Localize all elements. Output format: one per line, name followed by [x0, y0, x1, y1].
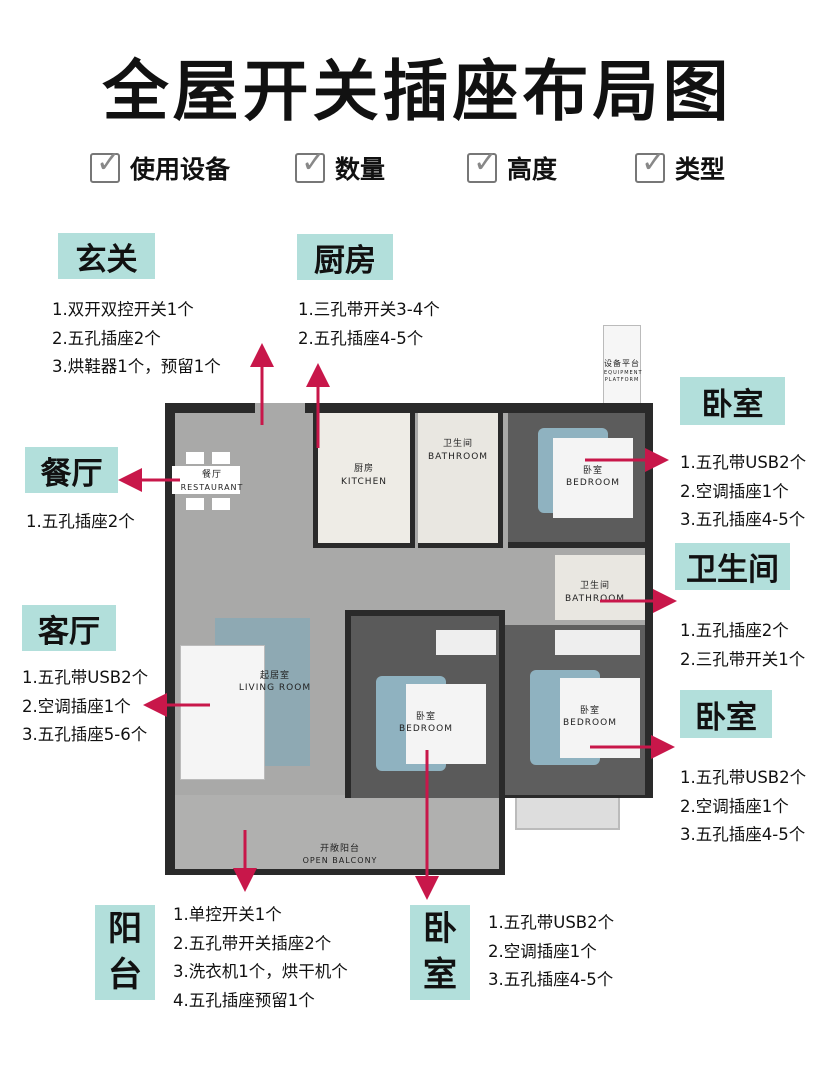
checkbox-checked-icon: ✓ — [467, 145, 498, 183]
checkbox-checked-icon: ✓ — [295, 145, 326, 183]
label-kitchen: 厨房 — [297, 234, 393, 280]
checklist-item: ✓使用设备 — [90, 145, 230, 186]
bedroom-3: 卧室 BEDROOM — [505, 625, 645, 795]
bedroom-2: 卧室 BEDROOM — [345, 610, 505, 798]
checklist-item: ✓数量 — [295, 145, 385, 186]
label-bathroom: 卫生间 — [675, 543, 790, 590]
label-living: 客厅 — [22, 605, 116, 651]
dining-table — [172, 452, 240, 510]
page-title: 全屋开关插座布局图 — [102, 53, 733, 130]
label-bedroom-bottom: 卧室 — [410, 905, 470, 1000]
checkbox-checked-icon: ✓ — [90, 145, 121, 183]
bedroom-1: 卧室 BEDROOM — [508, 413, 645, 548]
balcony-area — [165, 795, 505, 875]
list-dining: 1.五孔插座2个 — [26, 512, 135, 531]
sofa — [180, 645, 265, 780]
bathroom-1: 卫生间 BATHROOM — [418, 413, 503, 548]
checklist-item: ✓类型 — [635, 145, 725, 186]
equipment-platform: 设备平台 EQUIPMENT PLATFORM — [603, 325, 642, 405]
checkbox-checked-icon: ✓ — [635, 145, 666, 183]
checklist-item: ✓高度 — [467, 145, 557, 186]
label-dining: 餐厅 — [25, 447, 118, 493]
bathroom-2: 卫生间 BATHROOM — [555, 555, 645, 620]
label-bedroom-right: 卧室 — [680, 690, 772, 738]
label-entry: 玄关 — [58, 233, 155, 279]
living-label: 起居室 — [259, 671, 290, 681]
kitchen-room: 厨房 KITCHEN — [313, 413, 415, 548]
label-balcony: 阳台 — [95, 905, 155, 1000]
label-bedroom-top: 卧室 — [680, 377, 785, 425]
